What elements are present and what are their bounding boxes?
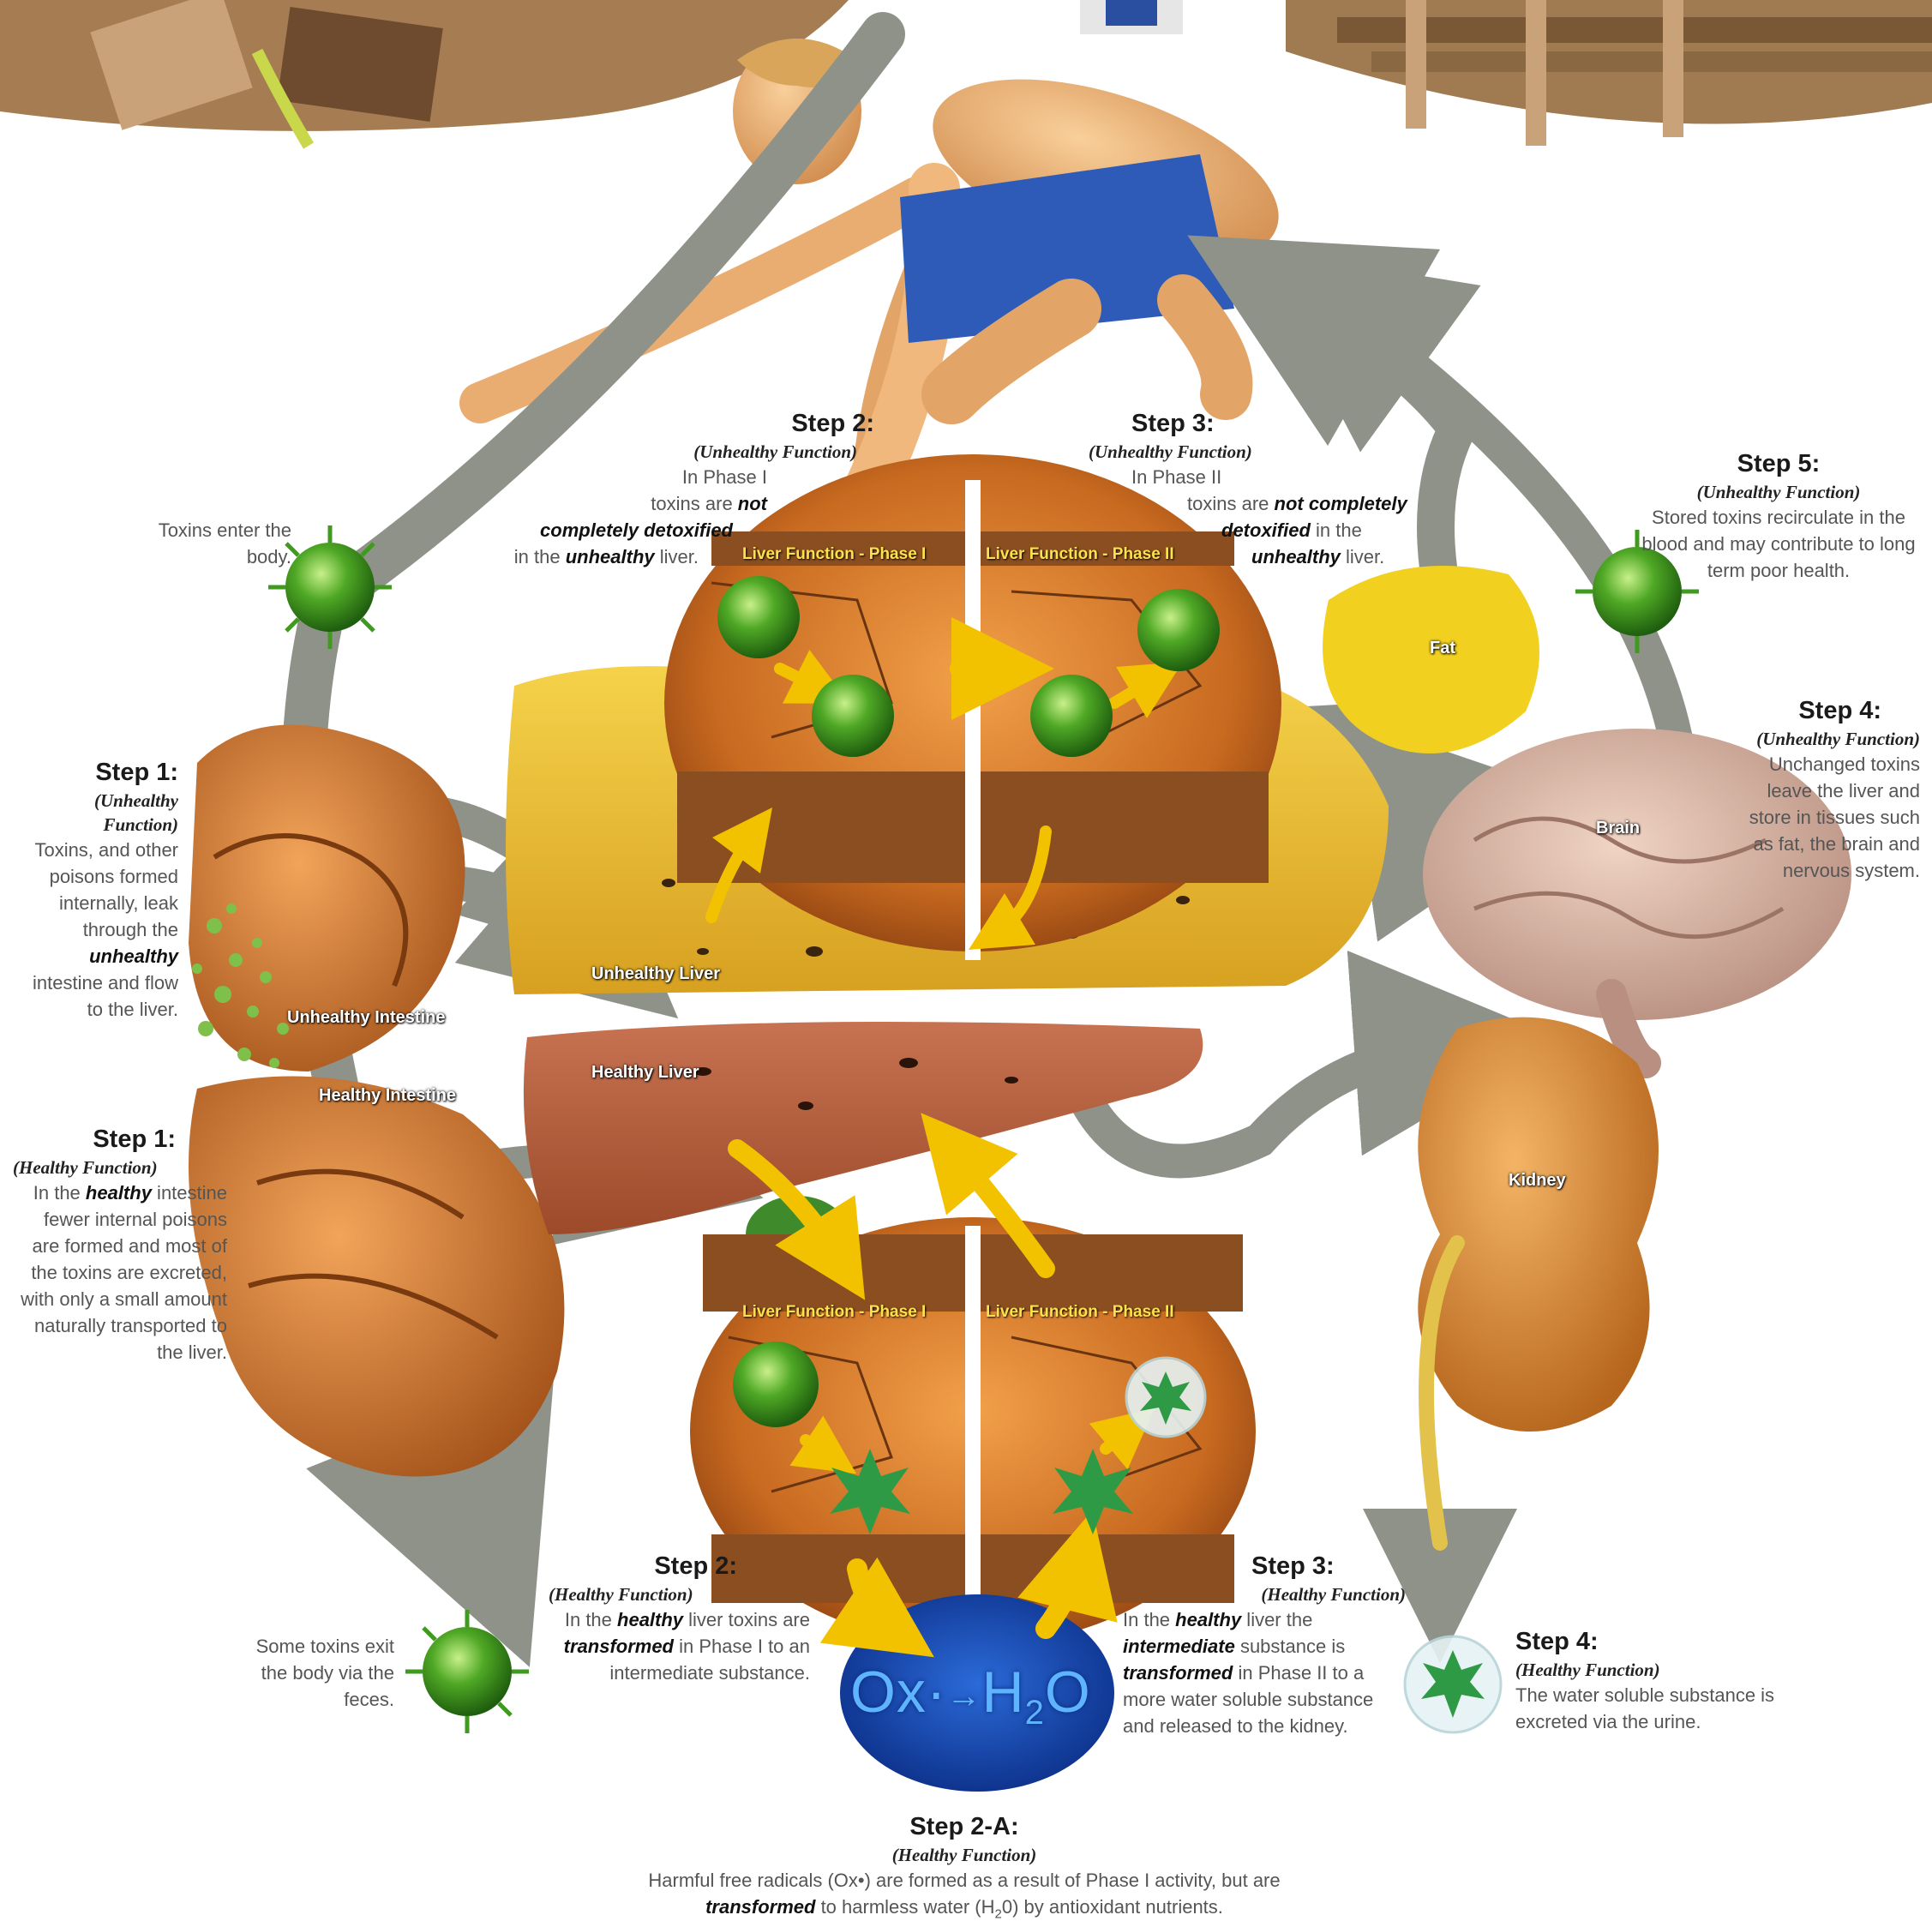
step2-unhealthy-line2b: not (738, 493, 767, 514)
step4-unhealthy-subtitle: (Unhealthy Function) (1680, 727, 1920, 751)
step3-unhealthy-line1: In Phase II (1131, 464, 1466, 490)
step5-subtitle: (Unhealthy Function) (1633, 480, 1924, 504)
step2a-line2a: transformed (705, 1896, 815, 1918)
step3-unhealthy-title: Step 3: (1131, 407, 1466, 440)
fat-tissue (1323, 566, 1539, 753)
healthy-liver-label: Healthy Liver (591, 1063, 699, 1083)
step2-unhealthy-line4c: liver. (655, 546, 699, 567)
formula-h: H (982, 1660, 1025, 1725)
step1-healthy-text-b: healthy (86, 1182, 152, 1204)
step3-unhealthy-caption: Step 3: (Unhealthy Function) In Phase II… (1089, 407, 1466, 570)
step4-unhealthy-text: Unchanged toxins leave the liver and sto… (1680, 751, 1920, 884)
step1-unhealthy-title: Step 1: (17, 756, 178, 789)
step1-healthy-text-c: intestine fewer internal poisons are for… (21, 1182, 227, 1363)
step3-unhealthy-line2a: toxins are (1187, 493, 1275, 514)
step2a-line2d: 0) by antioxidant nutrients. (1002, 1896, 1223, 1918)
step1-unhealthy-caption: Step 1: (Unhealthy Function) Toxins, and… (17, 756, 178, 1023)
kidney-organ (1418, 1018, 1659, 1543)
step3-healthy-text-c: liver the (1241, 1609, 1312, 1630)
step3-unhealthy-line3a: detoxified (1221, 519, 1311, 541)
fat-label: Fat (1430, 639, 1455, 658)
step3-unhealthy-line4a: unhealthy (1251, 546, 1341, 567)
toxin-sphere (405, 1610, 529, 1733)
step3-healthy-text-e: substance is (1235, 1636, 1345, 1657)
step1-unhealthy-text-b: unhealthy (89, 945, 178, 967)
unhealthy-intestine-label: Unhealthy Intestine (287, 1008, 445, 1028)
toxin-sphere (1137, 589, 1220, 671)
step2-unhealthy-subtitle: (Unhealthy Function) (480, 440, 857, 464)
kidney-label: Kidney (1509, 1171, 1566, 1191)
step2a-caption: Step 2-A: (Healthy Function) Harmful fre… (480, 1810, 1449, 1927)
step4-healthy-caption: Step 4: (Healthy Function) The water sol… (1515, 1625, 1833, 1735)
step5-text: Stored toxins recirculate in the blood a… (1641, 507, 1915, 581)
step1-healthy-title: Step 1: (13, 1123, 176, 1156)
step2-healthy-text-d: transformed (564, 1636, 674, 1657)
step2a-line2b: to harmless water (H (815, 1896, 994, 1918)
toxin-sphere (812, 675, 894, 757)
some-toxins-exit-caption: Some toxins exit the body via the feces. (249, 1633, 394, 1713)
step4-unhealthy-title: Step 4: (1680, 694, 1881, 727)
step1-unhealthy-text-a: Toxins, and other poisons formed interna… (34, 839, 178, 940)
step2-healthy-caption: Step 2: (Healthy Function) In the health… (549, 1550, 810, 1686)
step3-healthy-caption: Step 3: (Healthy Function) In the health… (1123, 1550, 1406, 1739)
step2-unhealthy-line3: completely detoxified (480, 517, 733, 543)
step3-healthy-title: Step 3: (1251, 1550, 1406, 1582)
step2-healthy-subtitle: (Healthy Function) (549, 1582, 810, 1606)
unhealthy-liver-label: Unhealthy Liver (591, 964, 720, 984)
step2-healthy-text-a: In the (565, 1609, 617, 1630)
toxins-enter-caption: Toxins enter the body. (129, 517, 291, 570)
step1-unhealthy-subtitle: (Unhealthy Function) (17, 789, 178, 837)
step2-unhealthy-line2a: toxins are (651, 493, 738, 514)
step1-healthy-subtitle: (Healthy Function) (13, 1156, 227, 1180)
bottom-phase1-band-label: Liver Function - Phase I (742, 1303, 926, 1322)
step3-healthy-text-a: In the (1123, 1609, 1175, 1630)
pipes-scene (1286, 0, 1932, 146)
toxin-sphere (717, 576, 800, 658)
step4-healthy-text: The water soluble substance is excreted … (1515, 1684, 1774, 1732)
step2-unhealthy-title: Step 2: (480, 407, 874, 440)
step2-unhealthy-caption: Step 2: (Unhealthy Function) In Phase I … (480, 407, 857, 570)
step1-healthy-caption: Step 1: (Healthy Function) In the health… (13, 1123, 227, 1366)
step2a-title: Step 2-A: (480, 1810, 1449, 1843)
step1-unhealthy-text-c: intestine and flow to the liver. (33, 972, 178, 1020)
step3-unhealthy-line2b: not completely (1275, 493, 1407, 514)
formula-sub: 2 (1025, 1694, 1045, 1732)
step2-unhealthy-line4b: unhealthy (566, 546, 655, 567)
formula-arrow: → (947, 1678, 982, 1715)
formula-ox: Ox· (850, 1660, 947, 1725)
step2-unhealthy-line4a: in the (514, 546, 566, 567)
healthy-intestine-label: Healthy Intestine (319, 1086, 456, 1106)
step3-unhealthy-line3b: in the (1311, 519, 1362, 541)
step2a-line2c: 2 (995, 1906, 1002, 1921)
step2-healthy-title: Step 2: (549, 1550, 737, 1582)
step4-unhealthy-caption: Step 4: (Unhealthy Function) Unchanged t… (1680, 694, 1920, 884)
step3-healthy-text-b: healthy (1175, 1609, 1241, 1630)
step3-unhealthy-line4b: liver. (1341, 546, 1384, 567)
step3-unhealthy-subtitle: (Unhealthy Function) (1089, 440, 1466, 464)
step4-healthy-title: Step 4: (1515, 1625, 1833, 1658)
step5-caption: Step 5: (Unhealthy Function) Stored toxi… (1633, 447, 1924, 584)
step3-healthy-subtitle: (Healthy Function) (1123, 1582, 1406, 1606)
bottom-phase2-band-label: Liver Function - Phase II (986, 1303, 1174, 1322)
step4-healthy-subtitle: (Healthy Function) (1515, 1658, 1833, 1682)
toxin-sphere (733, 1342, 819, 1427)
step2a-line1: Harmful free radicals (Ox•) are formed a… (480, 1867, 1449, 1894)
step1-healthy-text-a: In the (33, 1182, 86, 1204)
formula-o: O (1045, 1660, 1091, 1725)
step2-healthy-text-c: liver toxins are (683, 1609, 810, 1630)
step3-healthy-text-d: intermediate (1123, 1636, 1235, 1657)
toxin-sphere (1030, 675, 1113, 757)
ox-h2o-formula: Ox·→H2O (850, 1659, 1091, 1732)
step2-healthy-text-b: healthy (617, 1609, 683, 1630)
healthy-intestine (189, 1076, 564, 1476)
step2-unhealthy-line1: In Phase I (480, 464, 767, 490)
step2a-subtitle: (Healthy Function) (480, 1843, 1449, 1867)
step5-title: Step 5: (1633, 447, 1924, 480)
step3-healthy-text-f: transformed (1123, 1662, 1233, 1684)
brain-label: Brain (1596, 819, 1640, 838)
